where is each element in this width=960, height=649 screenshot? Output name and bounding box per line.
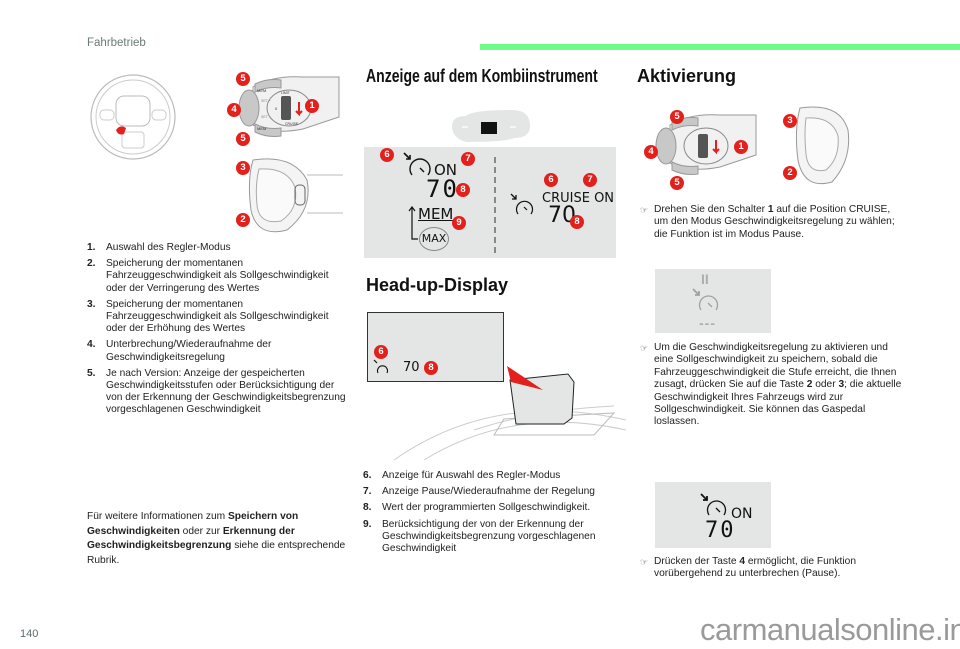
steering-wheel-illustration [88,72,178,162]
callout-badge-6: 6 [374,345,388,359]
callout-badge-5: 5 [670,110,684,124]
callout-badge-7: 7 [461,152,475,166]
hud-illustration [364,310,627,461]
speedometer-icon [403,152,431,176]
section-label: Fahrbetrieb [87,37,146,49]
callout-badge-3: 3 [783,114,797,128]
legend-item: 4.Unterbrechung/Wiederaufnahme der Gesch… [87,339,272,363]
speedometer-icon [692,288,719,311]
cruise-stalk-illustration: 5 4 1 5 [644,110,760,190]
callout-badge-5: 5 [236,72,250,86]
display-divider [494,157,496,253]
legend-item: 8.Wert der programmierten Sollgeschwindi… [363,502,591,514]
instruction-step-3: ☞ Drücken der Taste 4 ermöglicht, die Fu… [640,556,856,580]
legend-item: 9.Berücksichtigung der von der Erkennung… [363,518,596,555]
callout-badge-4: 4 [227,103,241,117]
callout-badge-5: 5 [236,132,250,146]
legend-item: 6.Anzeige für Auswahl des Regler-Modus [363,470,561,481]
cruise-mode-label: CRUISE ON [542,191,615,206]
svg-text:SET +: SET + [261,99,271,103]
set-speed-value: 70 [426,175,459,203]
steering-wheel-icon [90,74,176,160]
svg-text:LIMIT: LIMIT [281,91,291,95]
callout-badge-1: 1 [305,99,319,113]
svg-text:SET -: SET - [261,115,271,119]
legend-item: 3.Speicherung der momentanen Fahrzeugges… [87,298,329,335]
legend-item: 1.Auswahl des Regler-Modus [87,242,231,253]
max-speed-indicator: MAX [419,227,449,251]
callout-badge-7: 7 [583,173,597,187]
hud-display-panel: 70 6 8 [367,312,504,382]
callout-badge-4: 4 [644,145,658,159]
legend-item: 5.Je nach Version: Anzeige der gespeiche… [87,367,346,416]
instruction-step-2: ☞ Um die Geschwindigkeitsregelung zu akt… [640,342,902,428]
callout-badge-1: 1 [734,140,748,154]
watermark-link[interactable]: carmanualsonline.info [700,612,960,647]
speedometer-icon [510,193,534,215]
cruise-stalk-illustration: MEM MEM SET + SET - LIMIT CRUISE 0 5 4 1… [227,72,343,146]
link-speed-memory: Speichern von Geschwindigkeiten [87,511,299,537]
pause-display-panel: II --- [655,269,771,333]
pointing-hand-icon: ☞ [640,205,649,215]
pause-icon: II [701,271,709,287]
section-title-hud: Head-up-Display [366,275,509,295]
cruise-on-indicator: ON [434,161,458,179]
section-title-cluster: Anzeige auf dem Kombiinstrument [366,66,598,86]
no-speed-dashes: --- [699,315,716,331]
mem-label: MEM [418,205,454,223]
speedometer-icon [700,493,727,516]
svg-text:0: 0 [275,106,278,111]
cruise-on-indicator: ON [731,506,753,522]
legend-item: 7.Anzeige Pause/Wiederaufnahme der Regel… [363,486,595,498]
svg-text:CRUISE: CRUISE [285,122,299,126]
callout-badge-8: 8 [424,361,438,375]
callout-badge-3: 3 [236,161,250,175]
callout-badge-8: 8 [456,183,470,197]
page-number: 140 [20,628,39,640]
arrow-up-icon [408,206,418,240]
callout-badge-2: 2 [783,166,797,180]
cluster-display-panel: ON 70 MEM MAX 6 7 8 9 CRUISE ON 70 6 7 8 [364,147,616,258]
section-title-activation: Aktivierung [637,66,737,86]
wiper-stalk-illustration: 3 2 [783,104,850,190]
further-info-note: Für weitere Informationen zum Speichern … [87,511,346,566]
speedometer-icon [373,359,389,374]
callout-badge-9: 9 [452,216,466,230]
callout-badge-6: 6 [544,173,558,187]
callout-badge-8: 8 [570,215,584,229]
display-legend-list: 6.Anzeige für Auswahl des Regler-Modus 7… [363,470,625,559]
set-speed-value: 70 [705,518,736,543]
callout-badge-5: 5 [670,176,684,190]
svg-text:MEM: MEM [257,88,266,93]
wiper-stalk-illustration: 3 2 [233,155,343,235]
callout-badge-6: 6 [380,148,394,162]
hud-speed-value: 70 [403,360,420,375]
pointing-hand-icon: ☞ [640,343,649,353]
instruction-step-1: ☞ Drehen Sie den Schalter 1 auf die Posi… [640,204,895,240]
section-accent-bar [480,44,960,50]
active-display-panel: ON 70 [655,482,771,548]
controls-legend-list: 1.Auswahl des Regler-Modus 2.Speicherung… [87,242,349,421]
svg-text:MEM: MEM [257,126,266,131]
legend-item: 2.Speicherung der momentanen Fahrzeugges… [87,258,329,294]
link-speed-limit-recognition: Erkennung der Geschwindigkeitsbegrenzung [87,525,295,552]
callout-badge-2: 2 [236,213,250,227]
instrument-cluster-icon [448,110,530,142]
pointing-hand-icon: ☞ [640,557,649,567]
